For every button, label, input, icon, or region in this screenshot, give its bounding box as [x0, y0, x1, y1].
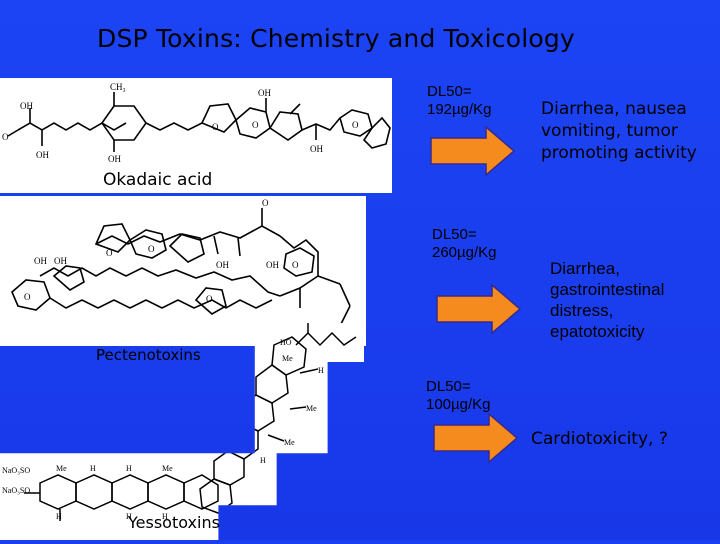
- effect-line: promoting activity: [541, 143, 697, 163]
- o-label: O: [24, 292, 31, 302]
- o-label: O: [148, 244, 155, 254]
- me-label: Me: [284, 438, 295, 447]
- sulfate-label: NaO₃SO: [2, 486, 30, 495]
- ch3-label: CH₃: [110, 82, 126, 92]
- o-label: O: [212, 122, 219, 132]
- dl50-value: 100µg/Kg: [426, 396, 491, 413]
- h-label: H: [126, 464, 132, 473]
- okadaic-dl50: DL50= 192µg/Kg: [427, 83, 492, 119]
- o-label: O: [262, 198, 269, 208]
- pectenotoxins-drawing: O OH OH OH OH O O O O O: [11, 198, 351, 327]
- dl50-value: 260µg/Kg: [432, 244, 497, 261]
- okadaic-acid-label: Okadaic acid: [103, 170, 213, 190]
- oh-label: OH: [36, 150, 49, 160]
- o-label: O: [106, 248, 113, 258]
- effect-line: gastrointestinal: [550, 280, 665, 299]
- pectenotoxins-structure: O OH OH OH OH O O O O O: [0, 196, 366, 346]
- oh-label: OH: [266, 260, 279, 270]
- dl50-label: DL50=: [432, 226, 477, 243]
- dl50-value: 192µg/Kg: [427, 101, 492, 118]
- dl50-label: DL50=: [427, 83, 472, 100]
- effect-line: vomiting, tumor: [541, 121, 678, 141]
- oh-label: OH: [216, 260, 229, 270]
- me-label: Me: [282, 354, 293, 363]
- ho-label: HO: [280, 338, 292, 347]
- h-label: H: [162, 512, 168, 521]
- oh-label: OH: [34, 256, 47, 266]
- arrow-right-icon: [433, 413, 519, 463]
- h-label: H: [90, 464, 96, 473]
- arrow-right-icon: [430, 126, 516, 176]
- h-label: H: [236, 428, 242, 437]
- effect-line: Diarrhea,: [550, 259, 620, 278]
- okadaic-effects: Diarrhea, nausea vomiting, tumor promoti…: [541, 98, 697, 164]
- o-label: O: [206, 294, 213, 304]
- effect-line: epatotoxicity: [550, 322, 645, 341]
- effect-line: Diarrhea, nausea: [541, 99, 687, 119]
- pectenotoxins-effects: Diarrhea, gastrointestinal distress, epa…: [550, 258, 664, 342]
- oh-label: OH: [108, 154, 121, 164]
- me-label: Me: [306, 404, 317, 413]
- sulfate-label: NaO₃SO: [2, 466, 30, 475]
- okadaic-acid-structure: CH₃ OH O OH OH OH OH O O O: [0, 78, 392, 193]
- pectenotoxins-dl50: DL50= 260µg/Kg: [432, 226, 497, 262]
- o-label: O: [352, 120, 359, 130]
- yessotoxins-effects: Cardiotoxicity, ?: [531, 428, 668, 450]
- effect-line: distress,: [550, 301, 614, 320]
- h-label: H: [126, 512, 132, 521]
- o-label: O: [2, 132, 9, 142]
- slide-title: DSP Toxins: Chemistry and Toxicology: [97, 24, 575, 53]
- oh-label: OH: [310, 144, 323, 154]
- h-label: H: [56, 512, 62, 521]
- dl50-label: DL50=: [426, 378, 471, 395]
- effect-line: Cardiotoxicity, ?: [531, 429, 668, 449]
- yessotoxins-dl50: DL50= 100µg/Kg: [426, 378, 491, 414]
- o-label: O: [252, 120, 259, 130]
- yessotoxins-drawing: HO Me H Me Me H H NaO₃SO NaO₃SO Me H H M…: [2, 323, 357, 521]
- oh-label: OH: [258, 88, 271, 98]
- arrow-right-icon: [436, 284, 522, 334]
- me-label: Me: [162, 464, 173, 473]
- h-label: H: [260, 456, 266, 465]
- oh-label: OH: [20, 101, 33, 111]
- yessotoxins-label: Yessotoxins: [128, 513, 220, 532]
- me-label: Me: [56, 464, 67, 473]
- okadaic-acid-drawing: CH₃ OH O OH OH OH OH O O O: [2, 82, 391, 164]
- h-label: H: [318, 366, 324, 375]
- pectenotoxins-label: Pectenotoxins: [96, 346, 201, 364]
- o-label: O: [292, 260, 299, 270]
- oh-label: OH: [54, 256, 67, 266]
